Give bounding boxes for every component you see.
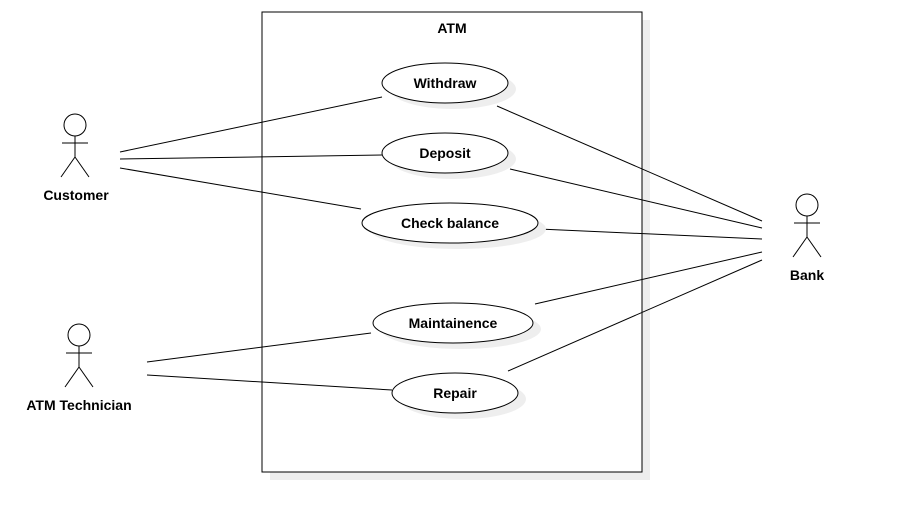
bank-deposit-line xyxy=(509,168,763,229)
customer-deposit-line xyxy=(119,154,384,160)
actor-technician[interactable] xyxy=(64,323,94,388)
use-case-check-balance-shape xyxy=(361,202,539,244)
customer-check-balance-line xyxy=(119,167,362,210)
use-case-maintenance-label: Maintainence xyxy=(409,315,498,331)
actor-customer-label: Customer xyxy=(43,187,109,203)
actor-technician-head xyxy=(67,323,91,347)
actor-bank-right-leg xyxy=(806,236,822,258)
use-case-deposit-shape xyxy=(381,132,509,174)
bank-check-balance-line xyxy=(538,228,763,240)
actor-customer-right-leg xyxy=(74,156,90,178)
use-case-maintenance[interactable]: Maintainence xyxy=(372,302,541,349)
actor-bank-head xyxy=(795,193,819,217)
customer-withdraw-line xyxy=(119,96,383,153)
associations xyxy=(119,96,763,391)
bank-repair-line xyxy=(507,259,763,372)
system-title: ATM xyxy=(437,20,466,36)
use-case-check-balance[interactable]: Check balance xyxy=(361,202,546,249)
use-case-deposit[interactable]: Deposit xyxy=(381,132,516,179)
actor-bank[interactable] xyxy=(792,193,822,258)
use-case-maintenance-shape xyxy=(372,302,534,344)
technician-maintenance-line xyxy=(146,332,372,363)
actor-bank-label: Bank xyxy=(790,267,824,283)
use-case-withdraw-label: Withdraw xyxy=(414,75,477,91)
use-case-repair-label: Repair xyxy=(433,385,477,401)
bank-withdraw-line xyxy=(496,105,763,222)
bank-maintenance-line xyxy=(534,251,763,305)
use-case-check-balance-label: Check balance xyxy=(401,215,499,231)
technician-repair-line xyxy=(146,374,393,391)
use-case-repair[interactable]: Repair xyxy=(391,372,526,419)
use-case-deposit-label: Deposit xyxy=(419,145,471,161)
actor-customer-left-leg xyxy=(60,156,76,178)
actor-technician-label: ATM Technician xyxy=(26,397,131,413)
actor-bank-left-leg xyxy=(792,236,808,258)
actor-customer[interactable] xyxy=(60,113,90,178)
use-case-withdraw[interactable]: Withdraw xyxy=(381,62,516,109)
actor-technician-left-leg xyxy=(64,366,80,388)
actor-customer-head xyxy=(63,113,87,137)
use-case-withdraw-shape xyxy=(381,62,509,104)
actor-technician-right-leg xyxy=(78,366,94,388)
use-case-repair-shape xyxy=(391,372,519,414)
